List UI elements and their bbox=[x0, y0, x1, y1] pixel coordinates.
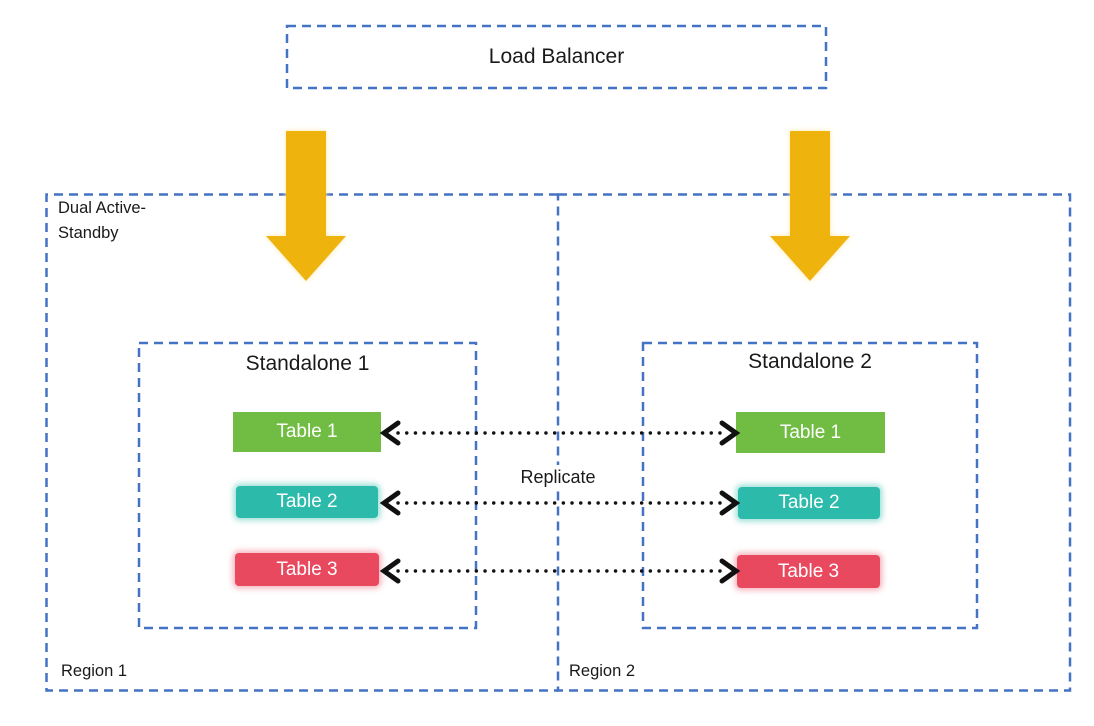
replicate-arrow-table2 bbox=[379, 490, 741, 516]
standalone2-table1-box: Table 1 bbox=[736, 412, 885, 453]
down-arrow-icon bbox=[266, 131, 346, 281]
standalone-1-title: Standalone 1 bbox=[245, 352, 370, 375]
standalone-2-title: Standalone 2 bbox=[748, 350, 872, 373]
replicate-arrow-table1 bbox=[379, 420, 741, 446]
standalone1-table3-box: Table 3 bbox=[235, 553, 379, 586]
standalone1-table2-box: Table 2 bbox=[236, 486, 378, 518]
replicate-arrow-table3 bbox=[379, 558, 741, 584]
standalone2-table2-box: Table 2 bbox=[738, 487, 880, 519]
down-arrow-icon bbox=[770, 131, 850, 281]
dual-active-standby-annotation: Dual Active-Standby bbox=[58, 199, 147, 242]
region-2-label: Region 2 bbox=[569, 662, 636, 680]
replicate-label: Replicate bbox=[508, 465, 608, 489]
load-balancer-label: Load Balancer bbox=[488, 45, 625, 68]
standalone2-table3-box: Table 3 bbox=[737, 555, 880, 588]
region-1-label: Region 1 bbox=[61, 662, 128, 680]
standalone1-table1-box: Table 1 bbox=[233, 412, 381, 452]
